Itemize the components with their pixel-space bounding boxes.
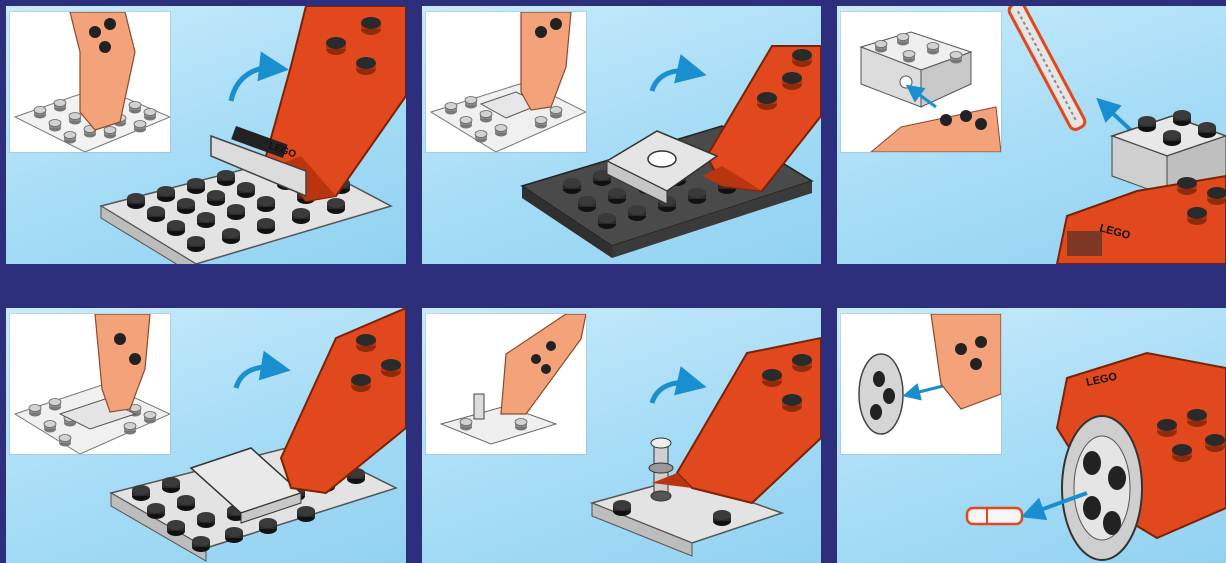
step-panel-1: LEGO <box>6 6 406 264</box>
rotate-arrow-icon <box>652 383 692 403</box>
technic-axle <box>1007 6 1087 132</box>
step-panel-2 <box>422 6 821 264</box>
step-6-inset <box>841 314 1001 454</box>
step-panel-3: LEGO <box>837 6 1226 264</box>
step-panel-4 <box>6 308 406 563</box>
pin <box>967 508 1022 524</box>
step-panel-5 <box>422 308 821 563</box>
step-4-inset <box>10 314 170 454</box>
step-panel-6: LEGO <box>837 308 1226 563</box>
rotate-arrow-icon <box>231 68 274 101</box>
rotate-arrow-icon <box>652 71 692 91</box>
step-2-inset <box>426 12 586 152</box>
step-5-inset <box>426 314 586 454</box>
step-3-inset <box>841 12 1001 152</box>
rotate-arrow-icon <box>236 367 276 388</box>
step-1-inset <box>10 12 170 152</box>
